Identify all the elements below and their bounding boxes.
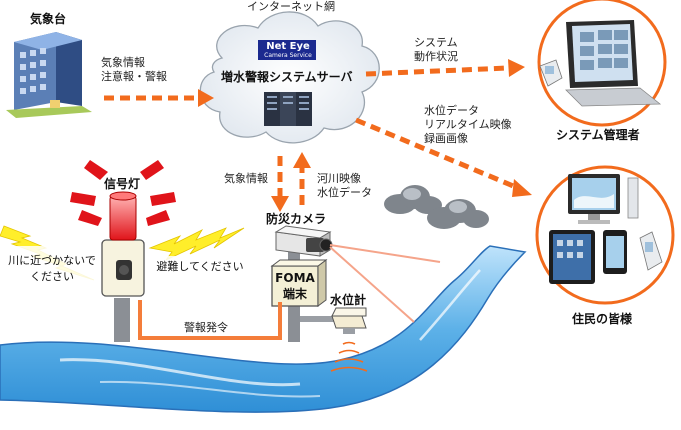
- residents-flow-line2: リアルタイム映像: [424, 118, 512, 131]
- residents-flow-line3: 録画画像: [424, 132, 468, 145]
- admin-flow-line1: システム: [414, 36, 458, 49]
- camera-up-flow-line2: 水位データ: [317, 186, 372, 199]
- left-warning-plate: [8, 246, 96, 288]
- warning-left-line1: 川に近づかないで: [8, 254, 96, 267]
- server-label: 増水警報システムサーバ: [221, 70, 353, 84]
- right-warning-plate: [156, 256, 244, 278]
- net-eye-brand-sub: Camera Service: [264, 52, 312, 59]
- net-eye-brand: Net Eye: [266, 41, 310, 52]
- residents-ring: [535, 165, 675, 305]
- camera-view-lines: [329, 244, 441, 323]
- camera-down-flow: 気象情報: [224, 172, 268, 185]
- warning-left-line2: ください: [30, 270, 74, 283]
- terminal-line2: 端末: [282, 287, 307, 301]
- warning-right: 避難してください: [156, 260, 244, 273]
- signal-label: 信号灯: [104, 177, 141, 191]
- arrow-heads: [198, 59, 532, 212]
- admin-flow-line2: 動作状況: [414, 50, 458, 63]
- flow-arrows: [104, 65, 519, 205]
- water-gauge-device: [330, 307, 368, 372]
- weather-agency-building-icon: [6, 32, 92, 118]
- camera-label: 防災カメラ: [266, 212, 327, 226]
- residents-label: 住民の皆様: [572, 312, 633, 326]
- admin-ring: [537, 0, 667, 127]
- weather-flow-line2: 注意報・警報: [101, 70, 167, 83]
- alarm-cable: [138, 300, 282, 340]
- river: [0, 245, 527, 413]
- signal-light: [70, 160, 176, 342]
- foma-terminal: [270, 259, 328, 307]
- admin-label: システム管理者: [556, 128, 640, 142]
- weather-agency-label: 気象台: [30, 12, 67, 26]
- rain-clouds: [384, 185, 489, 362]
- net-eye-logo: [258, 40, 316, 60]
- alarm-label: 警報発令: [184, 321, 228, 334]
- residents-flow-line1: 水位データ: [424, 104, 479, 117]
- terminal-line1: FOMA: [275, 271, 315, 285]
- network-label: インターネット網: [247, 0, 335, 13]
- water-gauge-label: 水位計: [330, 293, 367, 307]
- server-rack-icon: [264, 92, 312, 126]
- camera-up-flow-line1: 河川映像: [317, 172, 361, 185]
- weather-flow-line1: 気象情報: [101, 56, 145, 69]
